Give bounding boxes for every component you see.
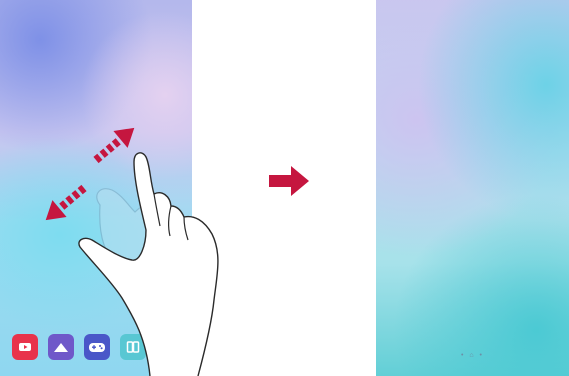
expand-arrow-down-icon bbox=[39, 180, 91, 229]
hand-icon bbox=[79, 153, 218, 376]
